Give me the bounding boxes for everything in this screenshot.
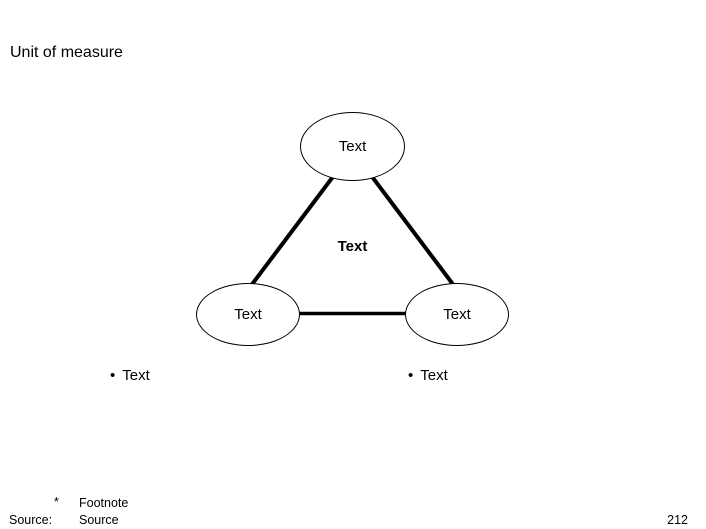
- node-top-label: Text: [338, 137, 367, 155]
- footnote-marker: *: [54, 495, 59, 509]
- bullet-right-label: Text: [420, 367, 448, 384]
- source-label: Source:: [9, 513, 53, 527]
- footnote-text: Footnote: [79, 496, 129, 510]
- node-bottom-right-label: Text: [443, 305, 471, 323]
- node-top: Text: [300, 112, 405, 181]
- bullet-icon: •: [110, 367, 116, 384]
- source-text: Source: [79, 513, 119, 527]
- page-number: 212: [667, 513, 688, 527]
- bullet-left-label: Text: [122, 367, 150, 384]
- triangle-center-label: Text: [337, 238, 368, 255]
- node-bottom-left: Text: [196, 283, 300, 346]
- node-bottom-left-label: Text: [234, 305, 262, 323]
- unit-of-measure-label: Unit of measure: [10, 44, 123, 61]
- bullet-icon: •: [408, 367, 414, 384]
- bullet-item-right: • Text: [408, 367, 448, 384]
- connector-line-right: [368, 172, 460, 293]
- node-bottom-right: Text: [405, 283, 509, 346]
- connector-line-left: [245, 172, 337, 293]
- bullet-item-left: • Text: [110, 367, 150, 384]
